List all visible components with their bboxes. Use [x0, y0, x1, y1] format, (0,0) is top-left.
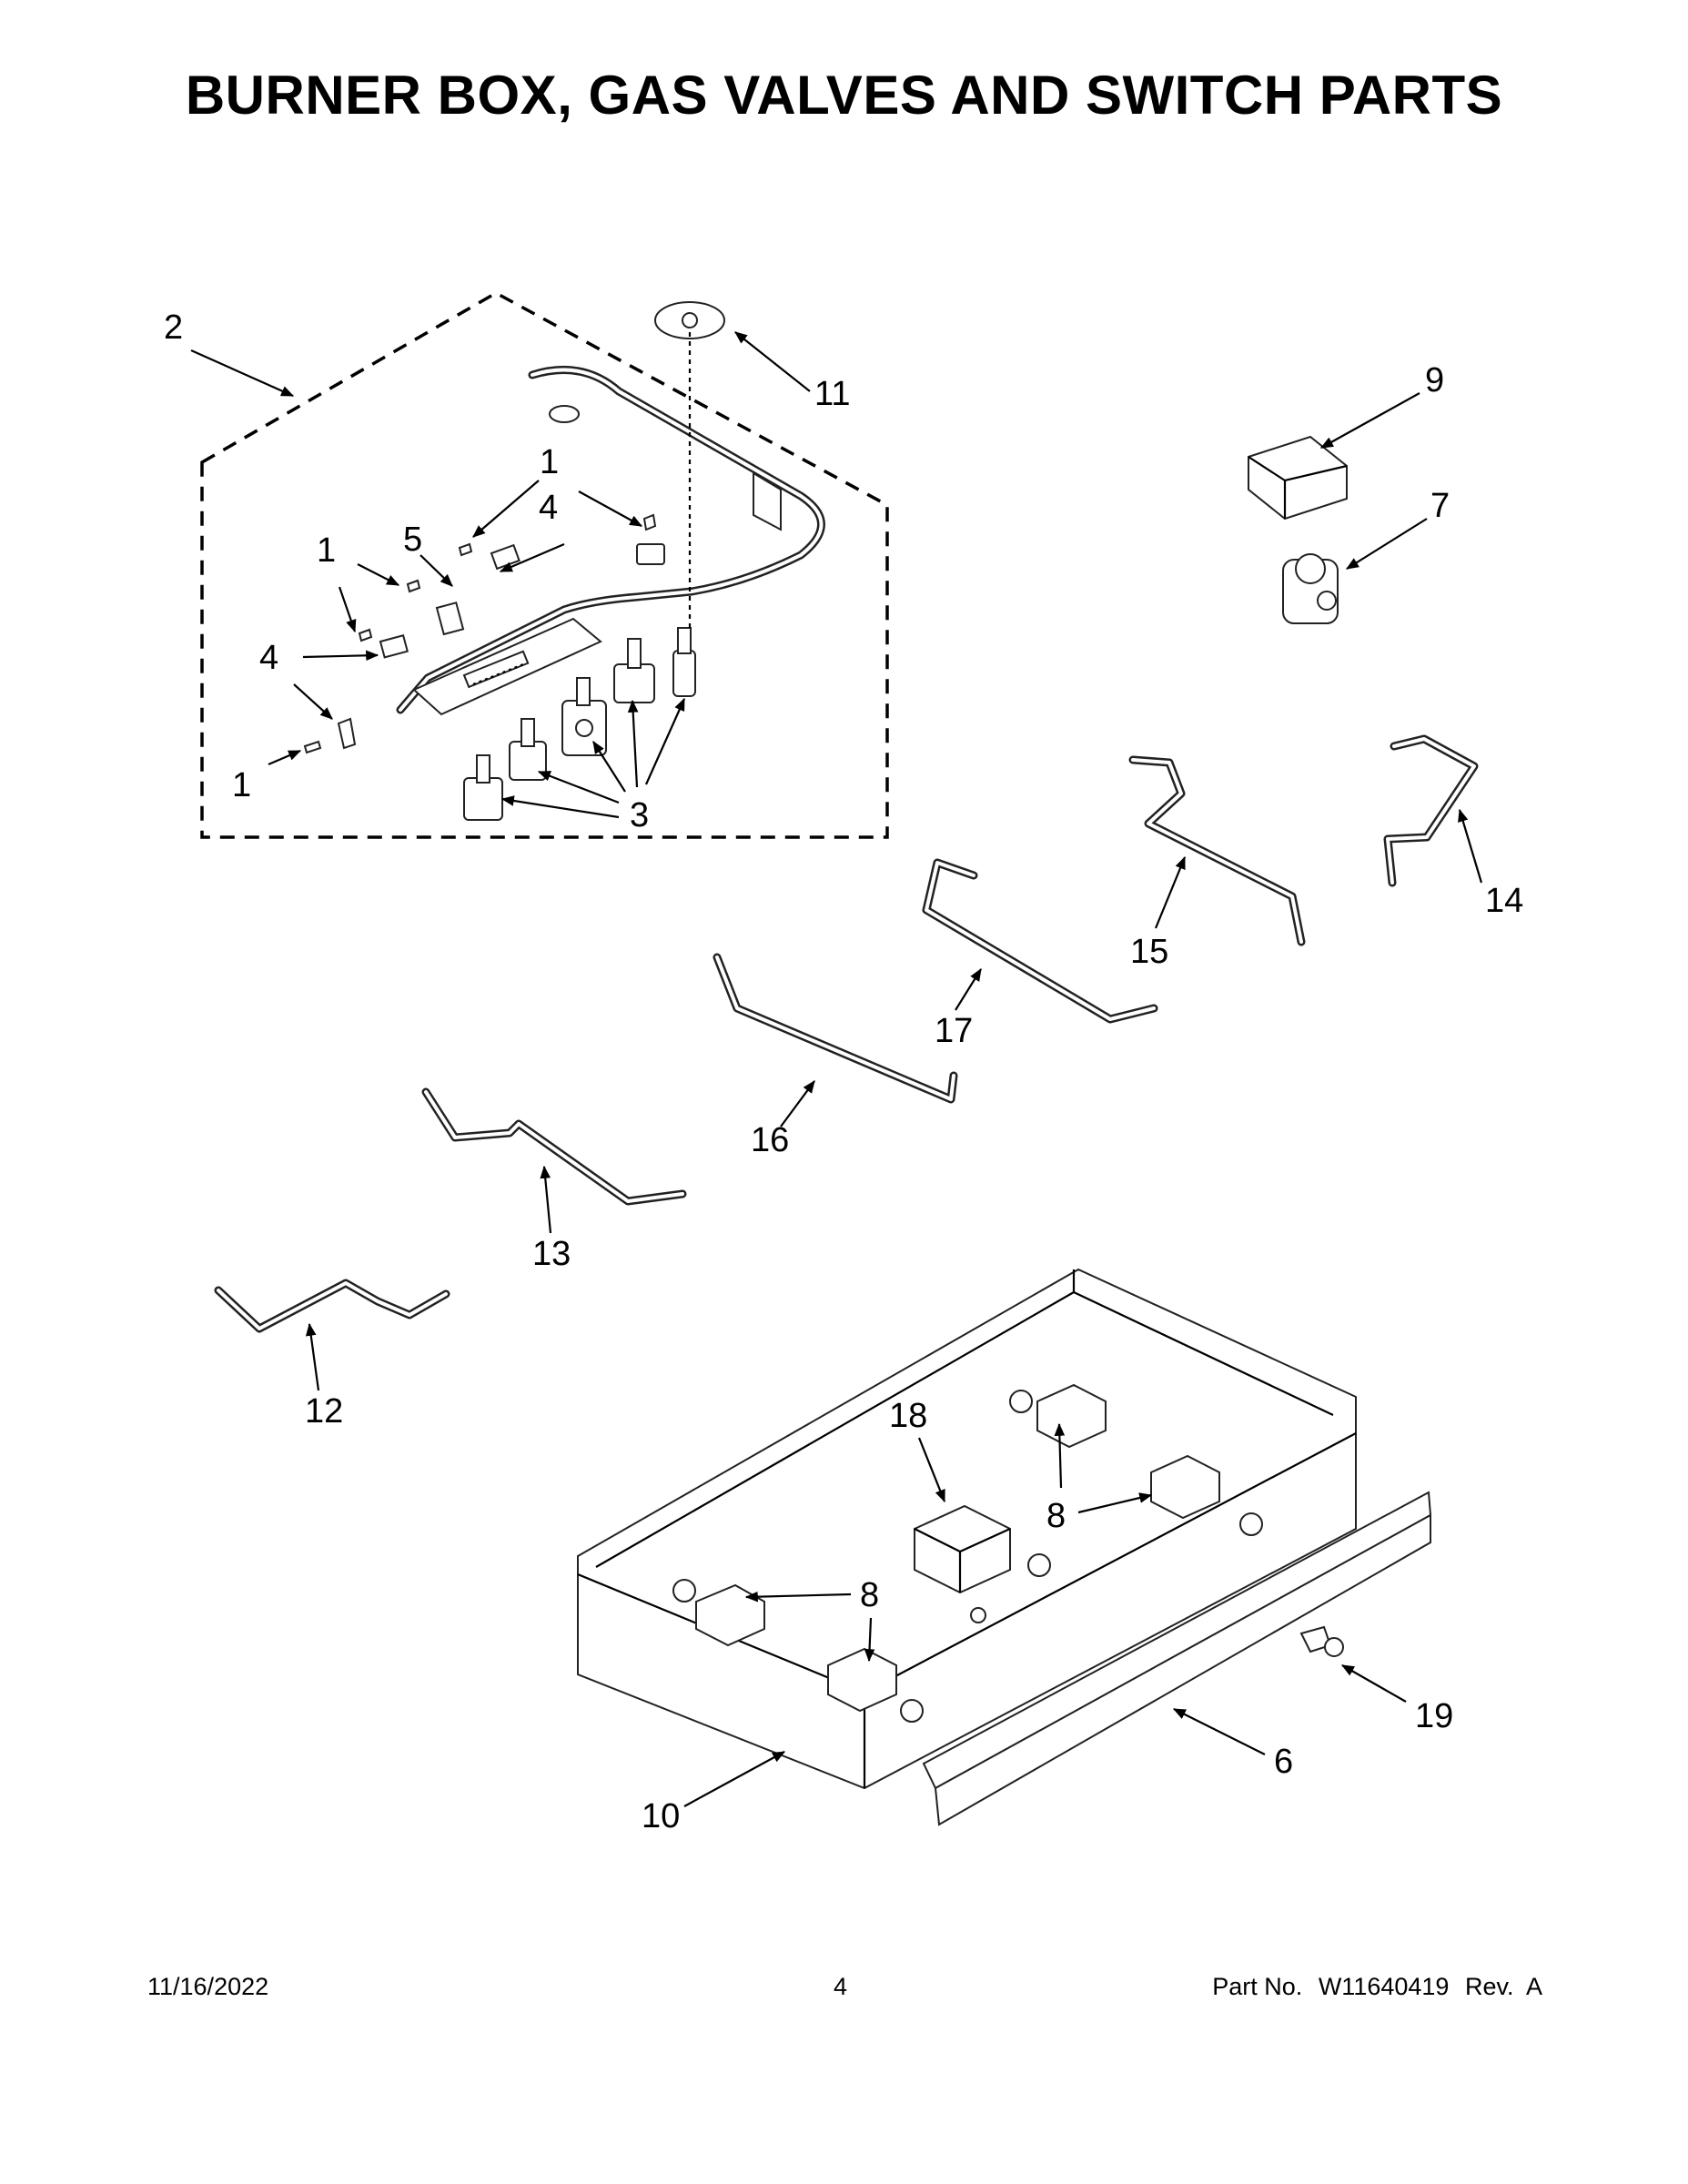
callout-13: 13 [532, 1235, 571, 1273]
gas-valve-4 [613, 638, 655, 703]
footer-date: 11/16/2022 [147, 1973, 269, 2000]
switch-bracket [412, 617, 602, 716]
gas-manifold-pipe [396, 366, 825, 714]
spark-module-part [1248, 435, 1348, 521]
gas-tube-14 [1383, 734, 1479, 887]
callout-1-left: 1 [317, 531, 336, 570]
clip-parts [337, 543, 665, 750]
callout-9: 9 [1425, 361, 1444, 399]
pressure-regulator-part [1282, 553, 1339, 624]
page-title: BURNER BOX, GAS VALVES AND SWITCH PARTS [185, 65, 1503, 126]
igniter-switch-part [435, 602, 465, 636]
callout-8-left: 8 [860, 1576, 879, 1614]
callout-3: 3 [630, 796, 649, 834]
callout-7: 7 [1430, 487, 1450, 525]
part-label: Part No. [1212, 1973, 1303, 2000]
leader-arrows [190, 331, 1483, 1807]
callout-16: 16 [751, 1121, 789, 1159]
gas-tube-15 [1128, 755, 1306, 946]
callout-6: 6 [1274, 1743, 1293, 1781]
callout-17: 17 [935, 1012, 973, 1050]
callout-4-top: 4 [539, 489, 558, 527]
callout-14: 14 [1485, 882, 1523, 920]
panel-screw [1299, 1625, 1344, 1657]
callout-1-top: 1 [540, 443, 559, 481]
footer-part-info: Part No. W11640419 Rev. A [1203, 1973, 1542, 2001]
footer-page-number: 4 [834, 1973, 848, 2000]
center-bracket [914, 1504, 1011, 1594]
callout-8-right: 8 [1046, 1497, 1066, 1535]
part-number: W11640419 [1318, 1973, 1450, 2000]
gas-valve-1 [463, 754, 503, 821]
callout-12: 12 [305, 1392, 343, 1431]
front-panel [922, 1491, 1432, 1826]
callout-5: 5 [403, 521, 422, 559]
gas-valve-2 [509, 718, 547, 781]
callout-18: 18 [889, 1397, 927, 1435]
gas-tube-17 [922, 858, 1158, 1024]
gas-valve-3 [561, 677, 607, 756]
assembly-group-outline [200, 290, 889, 839]
revision: Rev. A [1464, 1973, 1542, 2000]
callout-1-bottom: 1 [232, 766, 251, 804]
callout-19: 19 [1415, 1697, 1453, 1735]
callout-4-left: 4 [259, 639, 278, 677]
callout-2: 2 [164, 308, 183, 347]
gas-valve-5 [672, 627, 696, 697]
callout-15: 15 [1130, 933, 1168, 971]
gas-tube-16 [713, 953, 958, 1104]
callout-labels: 2 11 9 7 1 4 5 1 4 1 3 14 15 17 16 13 12… [164, 308, 1523, 1835]
callout-10: 10 [642, 1797, 680, 1835]
gas-tube-12 [214, 1279, 450, 1333]
igniter-cap-part [654, 301, 725, 628]
gas-tube-13 [421, 1087, 687, 1206]
screw-parts [303, 513, 657, 754]
callout-11: 11 [814, 375, 850, 413]
